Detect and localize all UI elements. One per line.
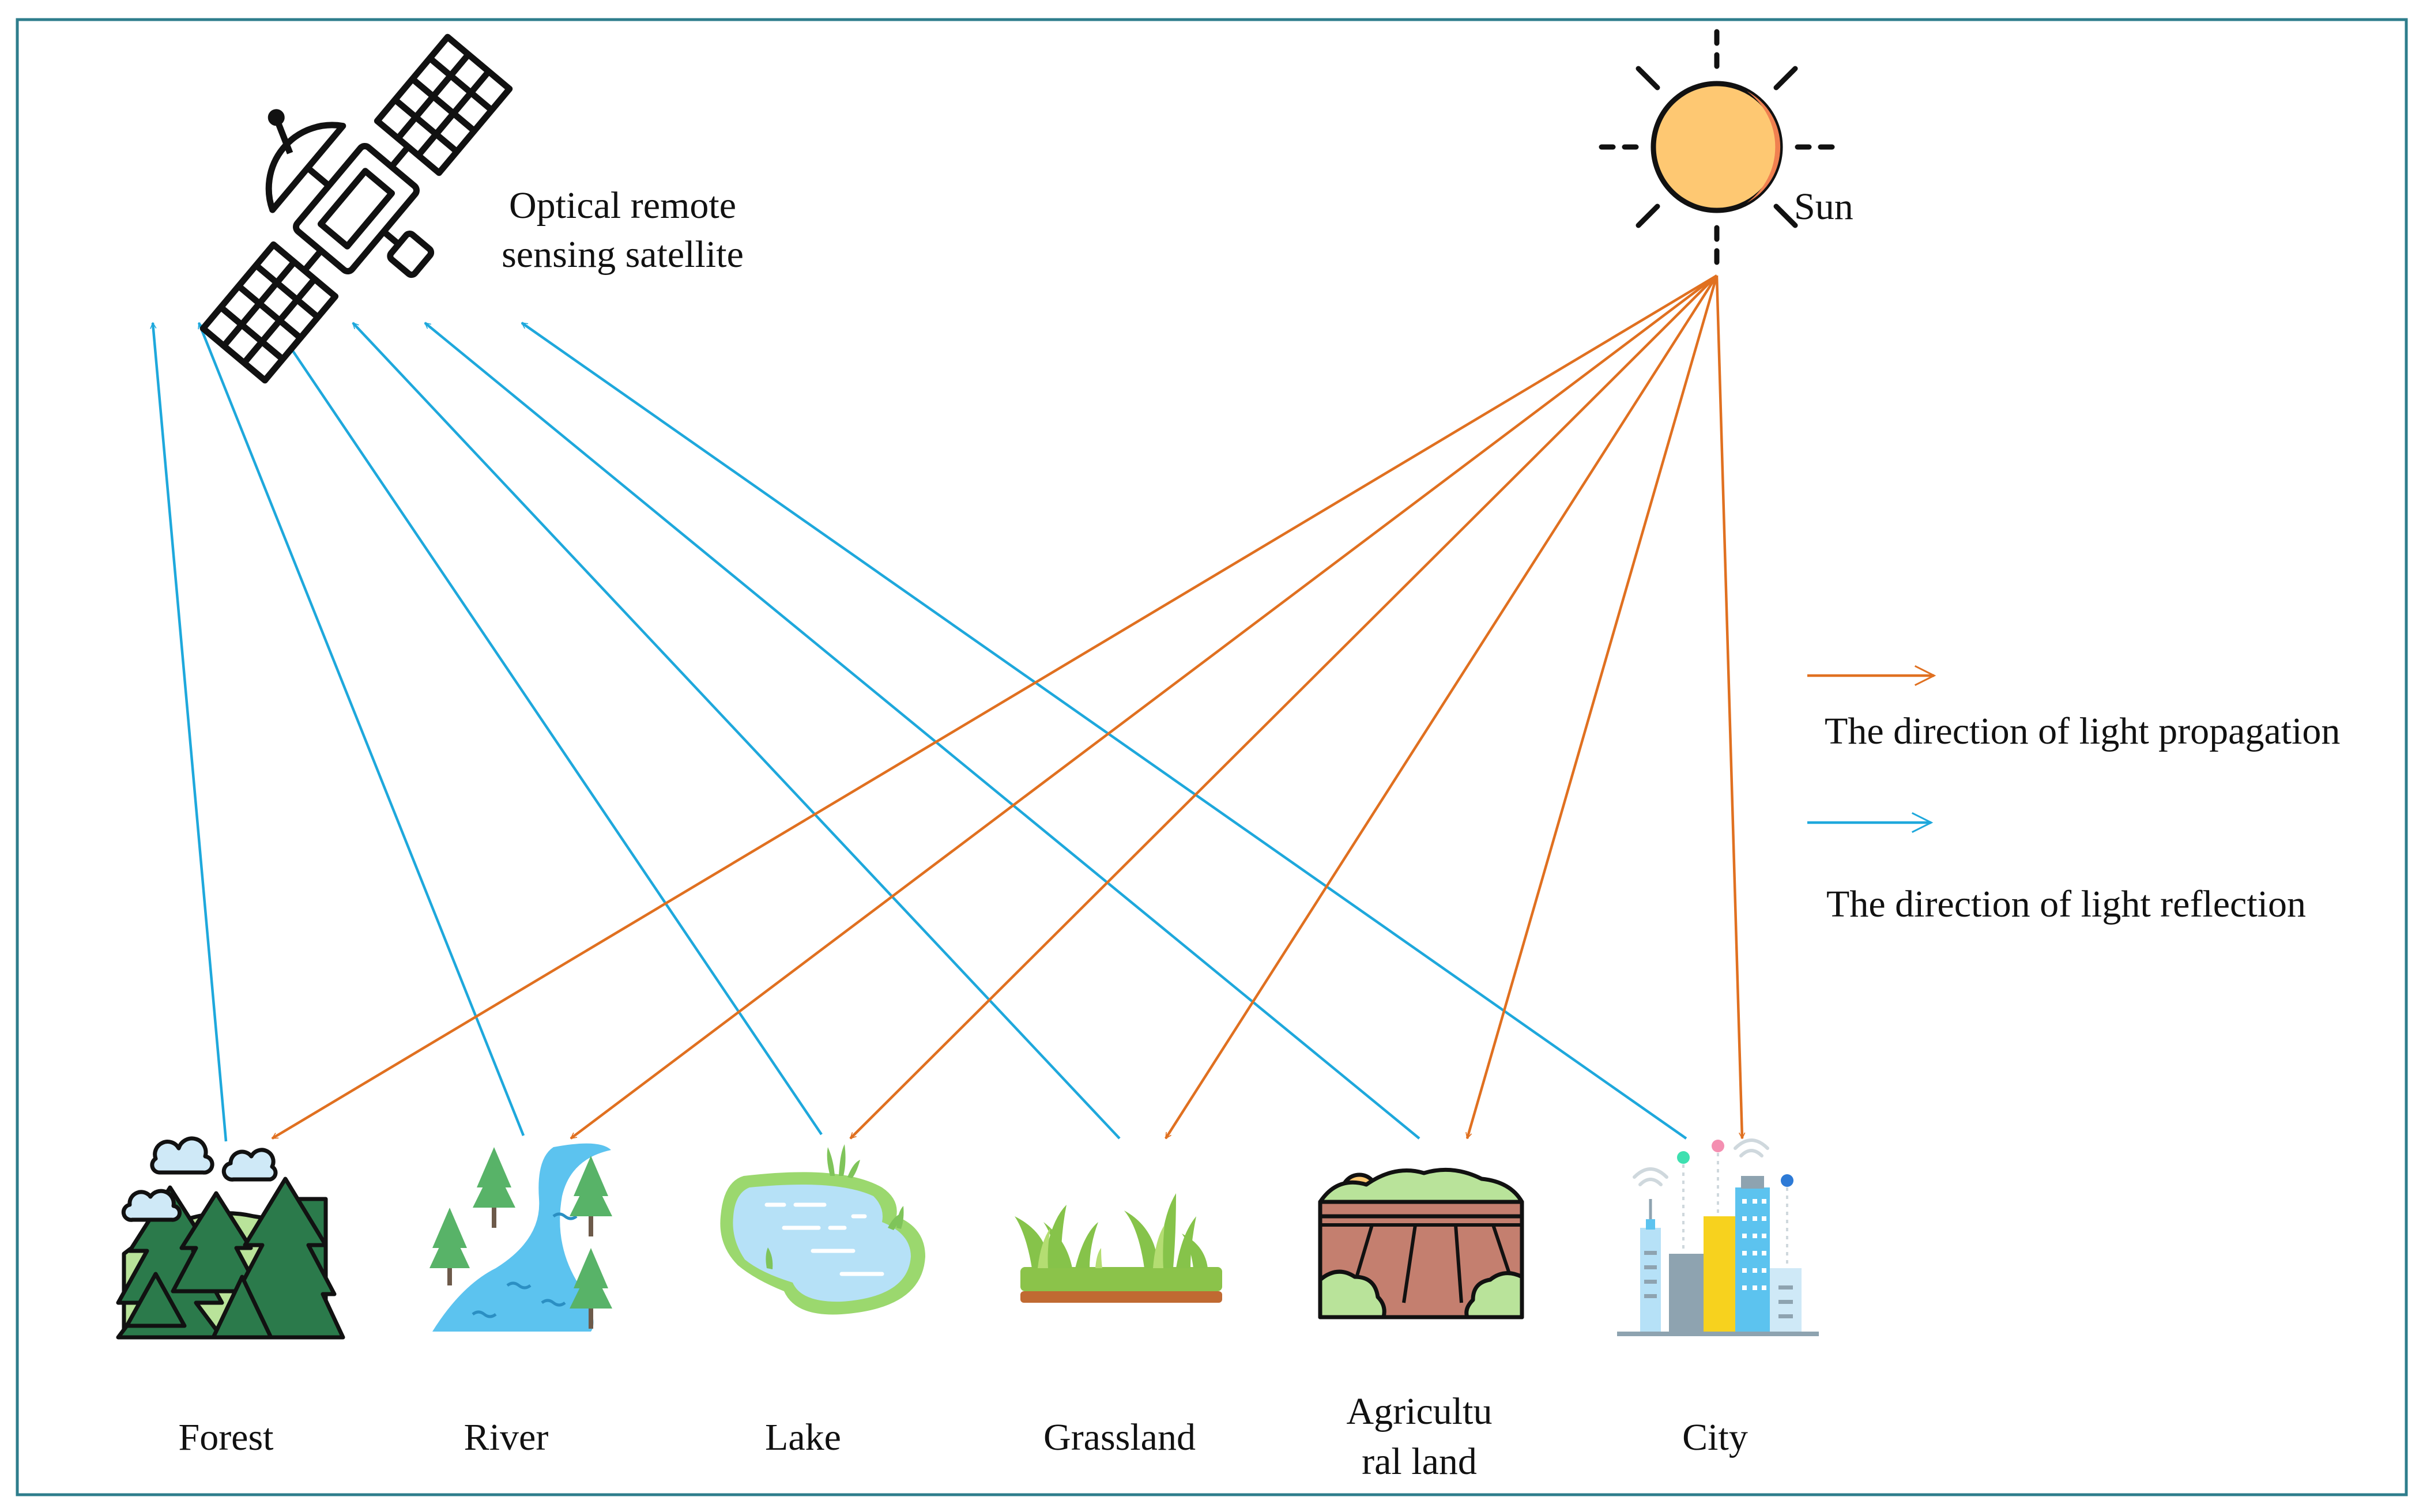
reflection-ray-agricultural <box>424 322 1420 1140</box>
legend-reflection-label: The direction of light reflection <box>1826 883 2306 925</box>
agricultural-label-line1: Agricultu <box>1347 1390 1493 1432</box>
reflection-ray-city <box>522 322 1687 1140</box>
legend-propagation-label: The direction of light propagation <box>1825 710 2340 752</box>
river-icon <box>429 1143 612 1332</box>
lake-label: Lake <box>765 1416 841 1458</box>
diagram-frame <box>16 18 2408 1496</box>
agricultural-label-line2: ral land <box>1362 1441 1477 1483</box>
grassland-icon <box>1015 1193 1222 1303</box>
reflection-ray-lake <box>273 323 823 1136</box>
city-icon <box>1617 1138 1819 1336</box>
lake-icon <box>720 1144 925 1315</box>
satellite-label-line2: sensing satellite <box>502 233 744 276</box>
propagation-ray-agricultural <box>1467 275 1719 1138</box>
reflection-rays <box>153 322 1687 1142</box>
propagation-ray-grassland <box>1165 274 1718 1138</box>
farmland-icon <box>1318 1167 1524 1319</box>
forest-icon <box>116 1136 345 1340</box>
reflection-ray-grassland <box>352 322 1121 1140</box>
propagation-rays <box>272 274 1742 1140</box>
labels: Optical remote sensing satellite Sun For… <box>179 184 1853 1483</box>
sun-icon <box>1599 29 1835 265</box>
propagation-ray-river <box>571 274 1718 1140</box>
city-label: City <box>1682 1416 1748 1458</box>
satellite-label-line1: Optical remote <box>509 184 736 227</box>
reflection-ray-river <box>197 323 525 1136</box>
satellite-icon <box>199 33 513 384</box>
legend: The direction of light propagation The d… <box>1807 676 2340 925</box>
sun-label: Sun <box>1794 186 1853 228</box>
grassland-label: Grassland <box>1043 1416 1196 1458</box>
propagation-ray-city <box>1715 275 1742 1138</box>
propagation-ray-forest <box>272 274 1718 1140</box>
river-label: River <box>464 1416 549 1458</box>
forest-label: Forest <box>179 1416 274 1458</box>
propagation-ray-lake <box>849 274 1718 1140</box>
reflection-ray-forest-1 <box>153 323 228 1142</box>
